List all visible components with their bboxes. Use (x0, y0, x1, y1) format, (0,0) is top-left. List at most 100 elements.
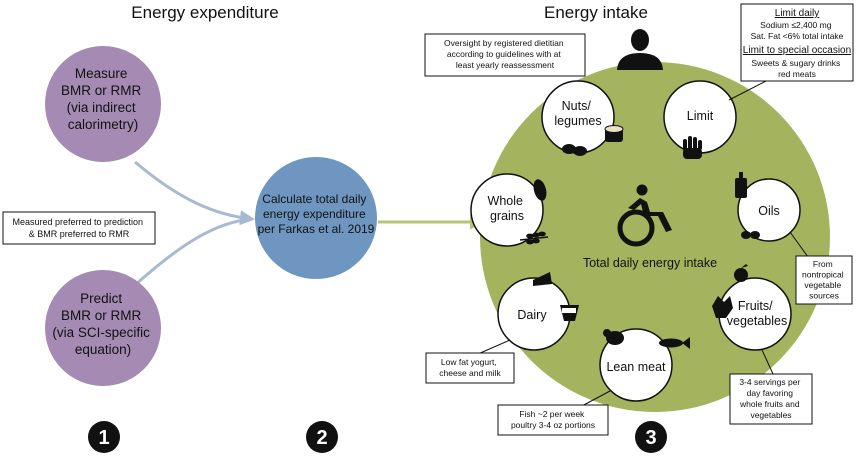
dairy-note: Low fat yogurt, cheese and milk (439, 357, 501, 378)
measure-line-3: (via indirect (67, 100, 136, 115)
limit-note-connector (728, 78, 771, 101)
calculate-line-3: per Farkas et al. 2019 (258, 222, 375, 236)
dietitian-note-box (424, 33, 586, 77)
preference-note-line-2: & BMR preferred to RMR (29, 229, 130, 239)
oils-note-box (795, 255, 853, 305)
calculate-line-1: Calculate total daily (262, 192, 366, 206)
whole-grains-label: Whole grains (488, 194, 527, 223)
step-badge-2 (306, 421, 338, 453)
limit-daily-lines: Sodium ≤2,400 mg Sat. Fat <6% total inta… (751, 20, 844, 41)
step-badge-1 (88, 421, 120, 453)
measure-line-1: Measure (75, 66, 128, 81)
limit-occasion-lines: Sweets & sugary drinks red meats (751, 58, 842, 79)
nuts-line-2: legumes (554, 114, 601, 128)
measure-circle (45, 46, 161, 162)
dairy-note-connector (477, 339, 511, 355)
oils-note: From nontropical vegetable sources (802, 259, 846, 301)
oils-label: Oils (758, 204, 780, 218)
limit-daily-line-1: Sodium ≤2,400 mg (760, 20, 832, 30)
coconut-icon (604, 125, 624, 142)
fruits-note-line-3: whole fruits and (739, 399, 800, 409)
calculate-circle (255, 157, 377, 279)
fruits-note: 3-4 servings per day favoring whole frui… (739, 377, 803, 420)
lean-meat-circle (599, 328, 673, 402)
measure-line-2: BMR or RMR (61, 83, 141, 98)
oils-note-line-1: From (813, 259, 833, 269)
whole-grains-circle (470, 173, 544, 247)
header-energy-intake: Energy intake (544, 3, 648, 22)
dietitian-line-2: according to guidelines with at (447, 49, 562, 59)
whole-grains-line-1: Whole (488, 194, 523, 208)
chicken-icon (603, 329, 624, 345)
limit-daily-title: Limit daily (775, 8, 819, 19)
limit-occasion-title: Limit to special occasion (743, 45, 851, 56)
fruits-line-1: Fruits/ (738, 299, 773, 313)
dairy-label: Dairy (517, 308, 547, 322)
preference-note: Measured preferred to prediction & BMR p… (12, 217, 145, 239)
dietitian-note: Oversight by registered dietitian accord… (444, 38, 566, 70)
person-icon (617, 29, 663, 70)
nuts-line-1: Nuts/ (562, 99, 592, 113)
oils-note-connector (789, 231, 809, 258)
olives-icon (741, 231, 760, 239)
meat-note-line-1: Fish ~2 per week (519, 409, 585, 419)
predict-circle (45, 270, 161, 386)
step-number-3: 3 (645, 427, 656, 449)
calculate-line-2: energy expenditure (263, 207, 366, 221)
dairy-note-line-2: cheese and milk (439, 368, 501, 378)
predict-label: Predict BMR or RMR (via SCI-specific equ… (52, 291, 153, 357)
predict-line-2: BMR or RMR (61, 308, 141, 323)
header-energy-expenditure: Energy expenditure (131, 3, 278, 22)
plate-center-label: Total daily energy intake (583, 256, 717, 270)
fruits-note-connector (761, 349, 774, 375)
limit-occasion-line-1: Sweets & sugary drinks (751, 58, 840, 68)
measure-line-4: calorimetry) (68, 117, 139, 132)
step-badge-3 (635, 421, 667, 453)
step-number-2: 2 (316, 427, 327, 449)
oils-note-line-4: sources (809, 291, 839, 301)
fruits-note-line-4: vegetables (750, 410, 791, 420)
fish-icon (659, 337, 690, 349)
oils-note-line-2: nontropical (802, 270, 844, 280)
dairy-note-line-1: Low fat yogurt, (441, 357, 497, 367)
meat-note-line-2: poultry 3-4 oz portions (511, 420, 595, 430)
oils-note-line-3: vegetable (804, 280, 841, 290)
limit-note-box (740, 3, 854, 82)
limit-daily-line-2: Sat. Fat <6% total intake (751, 31, 844, 41)
connector-measure-to-calculate (134, 160, 255, 226)
dairy-note-box (425, 352, 515, 384)
preference-note-line-1: Measured preferred to prediction (12, 217, 143, 227)
limit-label: Limit (687, 109, 714, 123)
whole-grains-line-2: grains (490, 209, 524, 223)
fruits-label: Fruits/ vegetables (727, 299, 787, 328)
predict-line-3: (via SCI-specific (52, 325, 150, 340)
fruits-note-line-2: day favoring (747, 388, 794, 398)
calculate-label: Calculate total daily energy expenditure… (258, 192, 375, 236)
step-number-1: 1 (98, 427, 109, 449)
fruits-note-line-1: 3-4 servings per (739, 377, 800, 387)
wheat-icon (519, 231, 549, 245)
measure-label: Measure BMR or RMR (via indirect calorim… (61, 66, 145, 132)
predict-line-1: Predict (80, 291, 122, 306)
meat-note-connector (579, 390, 611, 408)
connector-predict-to-calculate (134, 217, 253, 287)
meat-note-box (497, 404, 609, 436)
limit-occasion-line-2: red meats (778, 69, 816, 79)
bread-icon (533, 179, 547, 201)
nuts-label: Nuts/ legumes (554, 99, 601, 128)
fruits-note-box (729, 373, 813, 425)
dietitian-line-1: Oversight by registered dietitian (444, 38, 564, 48)
lean-meat-label: Lean meat (606, 360, 666, 374)
wheelchair-icon (617, 184, 672, 247)
cheese-icon (533, 272, 552, 286)
dietitian-line-3: least yearly reassessment (456, 60, 555, 70)
yogurt-icon (560, 305, 579, 321)
preference-note-box (2, 211, 156, 245)
oil-bottle-icon (735, 172, 747, 198)
lettuce-icon (712, 296, 733, 318)
meat-note: Fish ~2 per week poultry 3-4 oz portions (511, 409, 595, 430)
oils-circle (737, 178, 801, 242)
fruits-line-2: vegetables (727, 314, 787, 328)
peanut-icon (562, 144, 587, 156)
